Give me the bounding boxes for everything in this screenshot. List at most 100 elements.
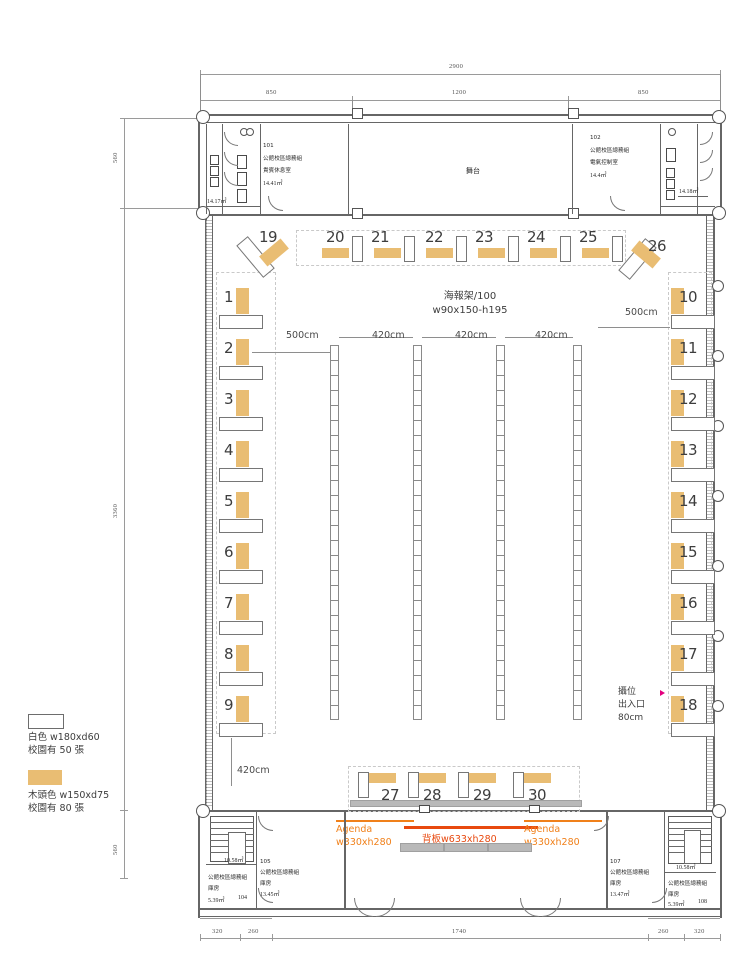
room-105-code: 105 [260,859,271,865]
poster-rack-cell [331,481,338,496]
booth-wood-table[interactable] [369,773,396,783]
booth-number: 23 [475,228,494,246]
booth-white-table[interactable] [219,315,263,329]
booth-wood-table[interactable] [671,543,684,569]
booth-wood-table[interactable] [236,645,249,671]
booth-white-table[interactable] [671,672,715,686]
booth-wood-table[interactable] [236,441,249,467]
booth-white-table[interactable] [612,236,623,262]
booth-wood-table[interactable] [582,248,609,258]
stage-label: 舞台 [466,167,480,175]
door-swing-icon [354,898,373,917]
poster-rack-cell [414,511,421,526]
room-101-area: 14.41㎡ [263,181,283,187]
booth-white-table[interactable] [404,236,415,262]
booth-white-table[interactable] [352,236,363,262]
booth-wood-table[interactable] [671,492,684,518]
dim-tick [648,934,649,941]
door-swing-icon [258,816,273,831]
wall-107-left [606,812,608,908]
booth-white-table[interactable] [219,621,263,635]
booth-white-table[interactable] [508,236,519,262]
booth-wood-table[interactable] [671,696,684,722]
booth-wood-table[interactable] [469,773,496,783]
booth-white-table[interactable] [219,366,263,380]
booth-white-table[interactable] [219,519,263,533]
poster-rack-cell [331,601,338,616]
booth-white-table[interactable] [671,315,715,329]
booth-white-table[interactable] [458,772,469,798]
legend-wood-line2: 校園有 80 張 [28,803,85,814]
booth-wood-table[interactable] [236,390,249,416]
booth-wood-table[interactable] [236,696,249,722]
booth-white-table[interactable] [219,417,263,431]
booth-white-table[interactable] [671,723,715,737]
booth-white-table[interactable] [671,468,715,482]
booth-wood-table[interactable] [374,248,401,258]
dim-top-seg-0: 850 [266,89,277,96]
poster-rack-cell [331,391,338,406]
poster-rack-column[interactable] [330,345,339,720]
booth-white-table[interactable] [671,570,715,584]
booth-wood-table[interactable] [236,492,249,518]
booth-wood-table[interactable] [478,248,505,258]
booth-wood-table[interactable] [236,339,249,365]
booth-wood-table[interactable] [671,594,684,620]
poster-rack-label: 海報架/100 w90x150-h195 [400,290,540,318]
dim-tick [200,934,201,941]
booth-white-table[interactable] [671,366,715,380]
booth-number: 5 [224,492,234,510]
booth-wood-table[interactable] [322,248,349,258]
poster-rack-cell [414,631,421,646]
poster-rack-cell [414,376,421,391]
booth-wood-table[interactable] [671,441,684,467]
booth-white-table[interactable] [671,621,715,635]
column-circle [712,490,724,502]
booth-white-table[interactable] [408,772,419,798]
fixture [237,189,247,203]
wall-right-hall-inner [706,216,707,810]
dim-bottom-seg-1: 260 [248,928,259,935]
booth-white-table[interactable] [513,772,524,798]
booth-wood-table[interactable] [236,594,249,620]
dim-left-seg-2: 560 [112,844,119,855]
poster-rack-column[interactable] [413,345,422,720]
poster-rack-cell [414,361,421,376]
poster-rack-column[interactable] [496,345,505,720]
dim-leader [505,337,573,338]
room-105-org: 公館校區總務組 [260,870,300,876]
poster-rack-cell [497,391,504,406]
booth-white-table[interactable] [358,772,369,798]
poster-rack-cell [574,421,581,436]
booth-wood-table[interactable] [524,773,551,783]
booth-wood-table[interactable] [671,339,684,365]
booth-wood-table[interactable] [671,288,684,314]
poster-rack-label-line2: w90x150-h195 [432,305,508,316]
booth-white-table[interactable] [219,672,263,686]
wall-left-bottom [198,810,200,918]
booth-wood-table[interactable] [236,543,249,569]
poster-rack-cell [497,466,504,481]
booth-wood-table[interactable] [419,773,446,783]
backdrop-bar [404,826,538,829]
booth-wood-table[interactable] [426,248,453,258]
booth-white-table[interactable] [671,519,715,533]
poster-rack-cell [331,691,338,706]
booth-white-table[interactable] [456,236,467,262]
aisle-420-a: 420cm [372,330,405,341]
booth-white-table[interactable] [219,570,263,584]
booth-wood-table[interactable] [671,645,684,671]
booth-wood-table[interactable] [671,390,684,416]
ext-line [124,118,204,119]
dim-bottom-seg-3: 260 [658,928,669,935]
booth-wood-table[interactable] [530,248,557,258]
booth-wood-table[interactable] [236,288,249,314]
booth-white-table[interactable] [219,468,263,482]
booth-white-table[interactable] [560,236,571,262]
poster-rack-column[interactable] [573,345,582,720]
booth-white-table[interactable] [671,417,715,431]
poster-rack-cell [414,496,421,511]
booth-number: 18 [679,696,698,714]
booth-number: 21 [371,228,390,246]
booth-white-table[interactable] [219,723,263,737]
